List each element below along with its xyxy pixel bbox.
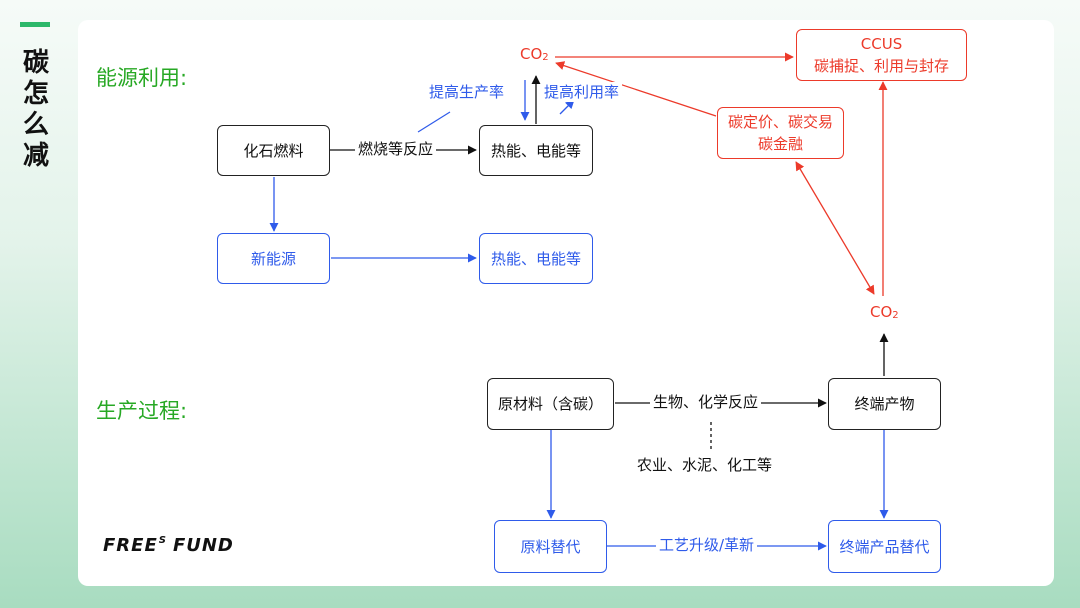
node-raw-material: 原材料（含碳） [487,378,614,430]
edge-price-co2-right [795,161,875,295]
label-combustion: 燃烧等反应 [355,139,437,159]
node-raw-material-substitute: 原料替代 [494,520,607,573]
edge-improve-utilization [559,99,575,115]
label-industries: 农业、水泥、化工等 [634,455,776,475]
ccus-subtitle: 碳捕捉、利用与封存 [813,57,949,75]
node-end-product: 终端产物 [828,378,941,430]
node-co2-top: CO2 [520,45,549,63]
label-process-upgrade: 工艺升级/革新 [656,535,758,555]
label-improve-production: 提高生产率 [426,82,508,102]
node-heat-electricity-top: 热能、电能等 [479,125,593,176]
label-bio-chemical-reaction: 生物、化学反应 [650,392,762,412]
edge-price-to-co2-top [555,61,717,117]
node-end-product-substitute: 终端产品替代 [828,520,941,573]
node-co2-right: CO2 [870,303,899,321]
node-ccus: CCUS 碳捕捉、利用与封存 [796,29,967,81]
side-accent-bar [20,22,50,27]
node-carbon-pricing: 碳定价、碳交易 碳金融 [717,107,844,159]
ccus-title: CCUS [860,35,903,53]
side-title: 碳怎么减 [22,48,49,171]
carbon-pricing-line2: 碳金融 [757,135,803,153]
node-new-energy: 新能源 [217,233,330,284]
node-heat-electricity-bottom: 热能、电能等 [479,233,593,284]
node-fossil-fuel: 化石燃料 [217,125,330,176]
diagram-card [78,20,1054,586]
carbon-pricing-line1: 碳定价、碳交易 [727,113,833,131]
section-label-production: 生产过程: [96,399,188,423]
section-label-energy: 能源利用: [96,66,188,90]
edge-label-leader [417,111,451,133]
label-improve-utilization: 提高利用率 [541,82,623,102]
